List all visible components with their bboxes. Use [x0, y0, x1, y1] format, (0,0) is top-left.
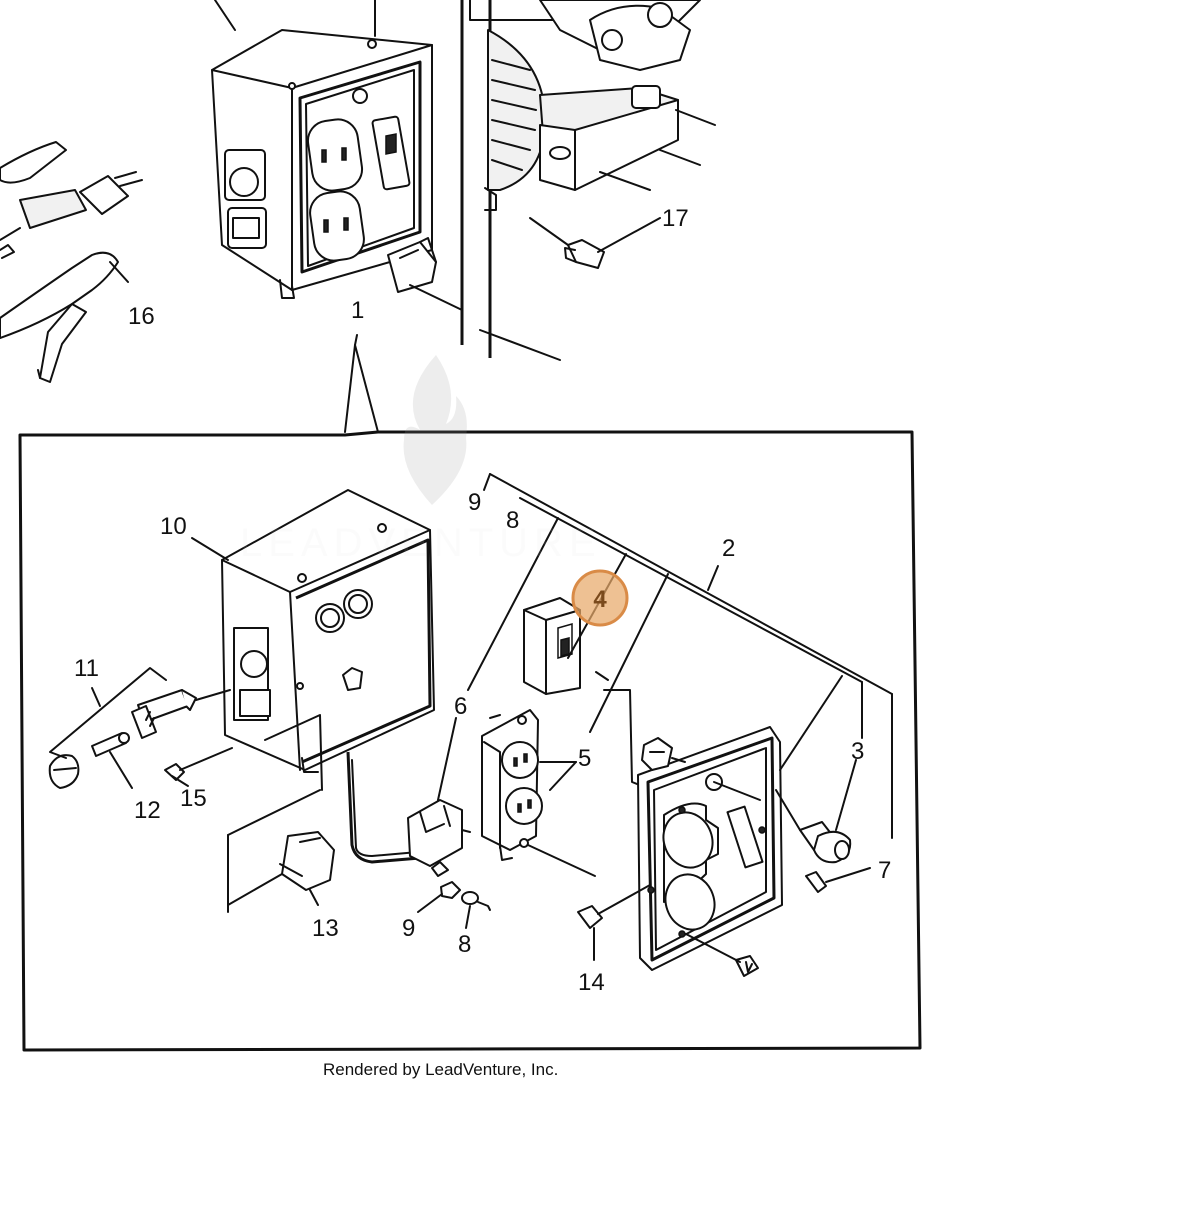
label-part-7[interactable]: 7	[878, 857, 891, 884]
label-part-1[interactable]: 1	[351, 297, 364, 324]
label-part-8-upper[interactable]: 8	[506, 507, 519, 534]
flame-logo-icon	[403, 355, 467, 505]
part-13-bushing	[227, 789, 335, 913]
label-part-17[interactable]: 17	[662, 205, 689, 232]
watermark: LEADVENTURE	[240, 355, 602, 565]
screw-7	[805, 867, 871, 893]
screw-15	[164, 747, 233, 781]
label-part-3[interactable]: 3	[851, 738, 864, 765]
screw-bottom	[685, 933, 759, 977]
wire-harness	[346, 751, 421, 864]
label-part-13[interactable]: 13	[312, 915, 339, 942]
label-part-5[interactable]: 5	[578, 745, 591, 772]
label-part-16[interactable]: 16	[128, 303, 155, 330]
label-part-2[interactable]: 2	[722, 535, 735, 562]
label-part-9-lower[interactable]: 9	[402, 915, 415, 942]
label-part-8-lower[interactable]: 8	[458, 931, 471, 958]
callout-labels: 1 2 3 5 6 7 8 8 9 9 10 11 12 13 14 15 16…	[74, 205, 891, 996]
nut-9	[440, 881, 461, 899]
generator-frame	[214, 0, 716, 361]
inset-frame	[18, 430, 922, 1052]
highlight-marker[interactable]	[571, 569, 629, 627]
switch-4	[523, 597, 653, 791]
bolt-17	[529, 217, 661, 269]
label-part-6[interactable]: 6	[454, 693, 467, 720]
label-part-11[interactable]: 11	[74, 655, 99, 682]
label-part-10[interactable]: 10	[160, 513, 187, 540]
screw-14	[577, 884, 651, 961]
label-part-9-upper[interactable]: 9	[468, 489, 481, 516]
leader-part-1	[344, 334, 379, 433]
receptacle-5	[481, 709, 596, 877]
label-part-4[interactable]: 4	[593, 586, 607, 613]
control-box-assembly	[211, 29, 463, 311]
nut-top	[641, 737, 686, 771]
label-part-14[interactable]: 14	[578, 969, 605, 996]
pilot-light-3	[713, 781, 852, 864]
cord-and-plug	[0, 141, 143, 259]
watermark-text: LEADVENTURE	[240, 521, 602, 565]
fuse-holder-11	[48, 689, 231, 789]
label-part-12[interactable]: 12	[134, 797, 161, 824]
terminal-block-6	[407, 799, 471, 877]
battery-clamp-cable	[0, 251, 129, 383]
label-part-15[interactable]: 15	[180, 785, 207, 812]
box-housing-10	[221, 489, 435, 791]
credit-text: Rendered by LeadVenture, Inc.	[323, 1060, 558, 1079]
cover-plate-2	[637, 726, 783, 971]
washer-8	[461, 891, 491, 911]
highlight-callout-4[interactable]: 4	[571, 569, 629, 627]
bracket-leaders	[49, 473, 893, 929]
